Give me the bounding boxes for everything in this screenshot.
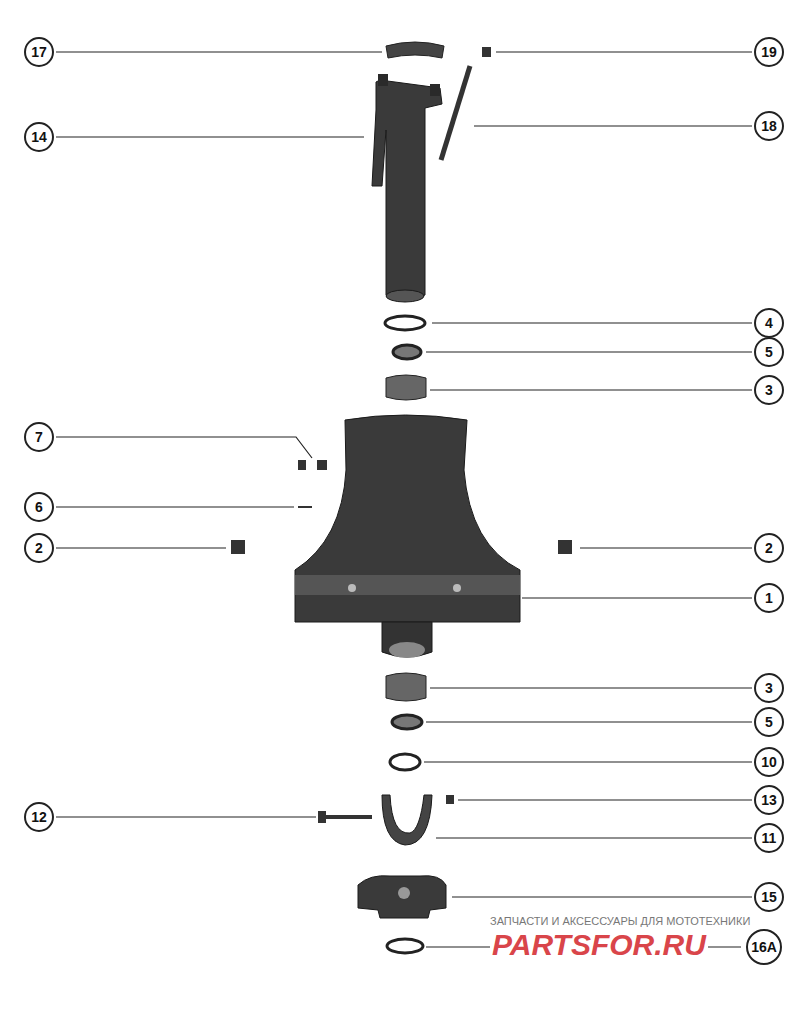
- callout-number: 10: [761, 755, 777, 769]
- callout-circle: 13: [754, 785, 784, 815]
- callout-circle: 7: [24, 422, 54, 452]
- callout-circle: 6: [24, 492, 54, 522]
- callout-circle: 16A: [746, 929, 782, 965]
- callout-circle: 10: [754, 747, 784, 777]
- callout-number: 7: [35, 430, 43, 444]
- watermark: ЗАПЧАСТИ И АКСЕССУАРЫ ДЛЯ МОТОТЕХНИКИ: [490, 916, 750, 927]
- callout-number: 15: [761, 890, 777, 904]
- callout-number: 1: [765, 591, 773, 605]
- watermark: PARTSFOR.RU: [490, 930, 708, 960]
- callout-number: 18: [761, 119, 777, 133]
- callout-circle: 5: [754, 707, 784, 737]
- callout-circle: 5: [754, 337, 784, 367]
- callout-circle: 15: [754, 882, 784, 912]
- callout-number: 4: [765, 316, 773, 330]
- callout-number: 2: [35, 541, 43, 555]
- callout-number: 5: [765, 345, 773, 359]
- callout-circle: 2: [754, 533, 784, 563]
- callout-number: 14: [31, 130, 47, 144]
- callout-number: 12: [31, 810, 47, 824]
- callout-circle: 3: [754, 673, 784, 703]
- callout-circle: 3: [754, 375, 784, 405]
- callout-number: 11: [762, 831, 777, 845]
- callout-circle: 4: [754, 308, 784, 338]
- callout-circle: 14: [24, 122, 54, 152]
- callout-circle: 19: [754, 37, 784, 67]
- callout-circle: 1: [754, 583, 784, 613]
- callout-number: 17: [31, 45, 47, 59]
- callout-number: 5: [765, 715, 773, 729]
- callout-number: 19: [761, 45, 777, 59]
- callout-number: 16A: [751, 940, 777, 954]
- callout-circle: 11: [754, 823, 784, 853]
- callout-circle: 18: [754, 111, 784, 141]
- callout-circle: 12: [24, 802, 54, 832]
- callout-number: 3: [765, 383, 773, 397]
- callout-number: 13: [761, 793, 777, 807]
- callout-number: 6: [35, 500, 43, 514]
- callout-number: 2: [765, 541, 773, 555]
- callout-circle: 17: [24, 37, 54, 67]
- leader-lines: [56, 52, 752, 947]
- parts: [231, 42, 572, 953]
- callout-number: 3: [765, 681, 773, 695]
- callout-circle: 2: [24, 533, 54, 563]
